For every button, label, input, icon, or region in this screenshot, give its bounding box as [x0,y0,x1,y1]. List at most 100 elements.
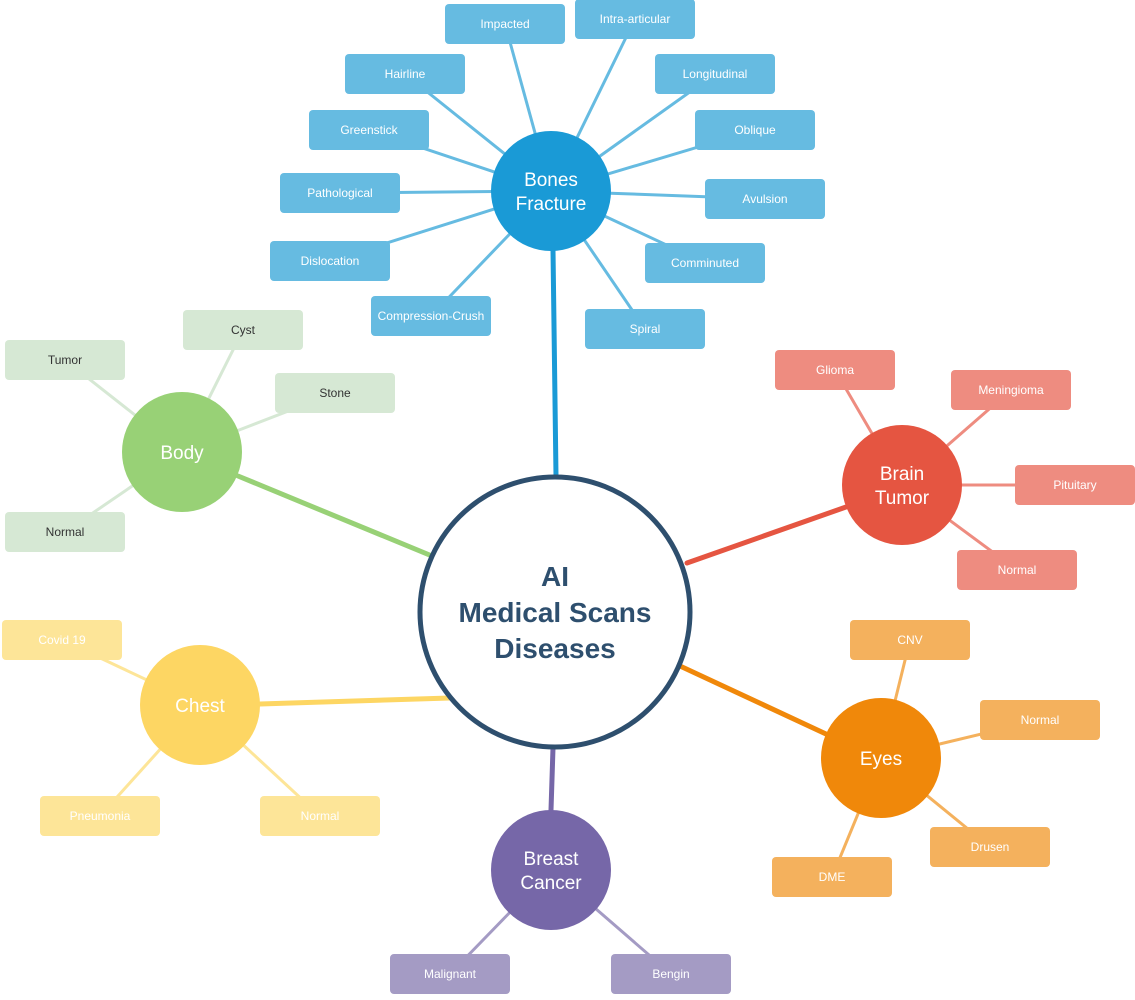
leaf-box [655,54,775,94]
leaf-node-eyes-normal: Normal [980,700,1100,740]
leaf-label: DME [819,870,846,884]
leaf-label: Dislocation [301,254,360,268]
category-node-eyes: Eyes [821,698,941,818]
category-circle [491,131,611,251]
leaf-node-chest-pneumonia: Pneumonia [40,796,160,836]
connector-center-eyes [677,663,829,737]
leaf-label: Normal [998,563,1037,577]
category-node-body: Body [122,392,242,512]
leaf-label: Spiral [630,322,661,336]
leaf-node-bones-fracture-dislocation: Dislocation [270,241,390,281]
center-title-line: Medical Scans [459,597,652,628]
leaf-node-chest-covid-19: Covid 19 [2,620,122,660]
leaf-node-brain-tumor-glioma: Glioma [775,350,895,390]
leaf-node-bones-fracture-comminuted: Comminuted [645,243,765,283]
leaf-label: Normal [301,809,340,823]
leaf-label: Stone [319,386,351,400]
leaf-node-chest-normal: Normal [260,796,380,836]
leaf-node-bones-fracture-longitudinal: Longitudinal [655,54,775,94]
connector-center-brain-tumor [684,504,849,566]
leaf-box [309,110,429,150]
connector-center-chest [257,695,453,707]
leaf-node-brain-tumor-meningioma: Meningioma [951,370,1071,410]
leaf-node-bones-fracture-oblique: Oblique [695,110,815,150]
category-label-line: Tumor [875,488,930,509]
leaf-node-bones-fracture-hairline: Hairline [345,54,465,94]
leaf-box [1015,465,1135,505]
category-label-line: Chest [175,696,225,717]
leaf-box [260,796,380,836]
center-title-line: Diseases [494,633,615,664]
category-circle [842,425,962,545]
leaf-label: Bengin [652,967,689,981]
leaf-box [280,173,400,213]
leaf-label: Oblique [734,123,776,137]
leaf-box [585,309,705,349]
leaf-node-bones-fracture-pathological: Pathological [280,173,400,213]
category-label-line: Body [160,443,204,464]
connector-bones-fracture-intra-articular [574,17,637,143]
leaf-node-body-tumor: Tumor [5,340,125,380]
center-circle [417,474,693,750]
leaf-node-bones-fracture-greenstick: Greenstick [309,110,429,150]
category-circle [491,810,611,930]
leaf-label: Compression-Crush [378,309,485,323]
leaf-box [575,0,695,39]
leaf-node-body-normal: Normal [5,512,125,552]
leaf-label: Impacted [480,17,529,31]
leaf-box [951,370,1071,410]
leaf-label: Hairline [385,67,426,81]
leaf-node-eyes-cnv: CNV [850,620,970,660]
leaf-label: Normal [1021,713,1060,727]
leaf-node-bones-fracture-avulsion: Avulsion [705,179,825,219]
leaf-label: Glioma [816,363,854,377]
leaf-node-eyes-dme: DME [772,857,892,897]
leaf-node-body-stone: Stone [275,373,395,413]
leaf-box [445,4,565,44]
leaf-box [390,954,510,994]
leaf-label: Greenstick [340,123,398,137]
leaf-box [930,827,1050,867]
leaf-box [645,243,765,283]
category-node-chest: Chest [140,645,260,765]
leaf-box [183,310,303,350]
leaf-node-bones-fracture-spiral: Spiral [585,309,705,349]
leaf-box [705,179,825,219]
leaf-label: Intra-articular [600,12,671,26]
leaf-node-eyes-drusen: Drusen [930,827,1050,867]
leaf-label: Longitudinal [683,67,748,81]
category-circle [821,698,941,818]
category-label-line: Brain [880,464,924,485]
category-label-line: Fracture [516,194,587,215]
leaf-node-body-cyst: Cyst [183,310,303,350]
leaf-node-bones-fracture-impacted: Impacted [445,4,565,44]
leaf-box [2,620,122,660]
connector-center-bones-fracture [550,247,559,479]
leaf-box [5,512,125,552]
leaf-node-breast-cancer-malignant: Malignant [390,954,510,994]
leaf-box [345,54,465,94]
leaf-box [275,373,395,413]
leaf-node-breast-cancer-bengin: Bengin [611,954,731,994]
leaf-box [775,350,895,390]
category-circle [122,392,242,512]
connector-center-body [235,473,435,559]
category-label-line: Eyes [860,749,902,770]
leaf-box [957,550,1077,590]
leaf-box [270,241,390,281]
leaf-label: Pathological [307,186,372,200]
leaf-label: Normal [46,525,85,539]
category-label-line: Bones [524,170,578,191]
connector-center-breast-cancer [548,745,556,813]
leaf-label: Covid 19 [38,633,86,647]
center-title-line: AI [541,561,569,592]
leaf-node-brain-tumor-pituitary: Pituitary [1015,465,1135,505]
leaf-box [980,700,1100,740]
leaf-box [772,857,892,897]
leaf-node-bones-fracture-compression-crush: Compression-Crush [371,296,491,336]
